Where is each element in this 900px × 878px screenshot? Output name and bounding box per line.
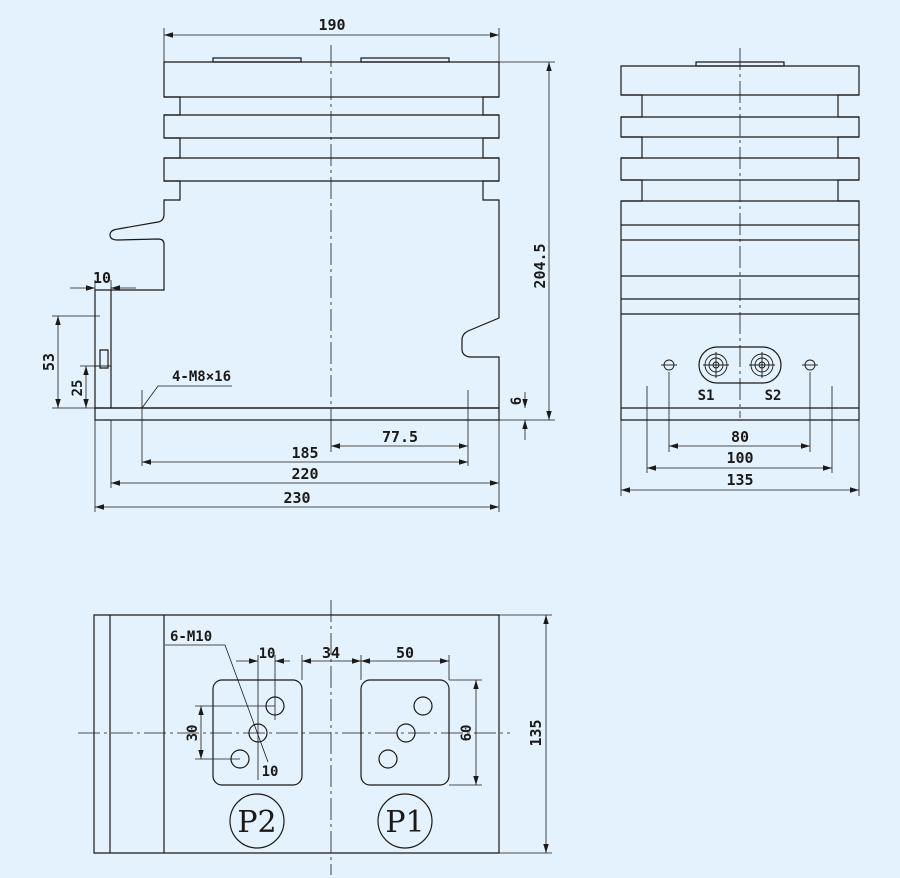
dim-flange: 10 bbox=[93, 269, 111, 287]
bolt-hole-icon bbox=[379, 750, 397, 768]
dim-total-width: 230 bbox=[283, 489, 310, 507]
dim-hole-spacing: 185 bbox=[291, 444, 318, 462]
dim-outer-spacing: 100 bbox=[726, 449, 753, 467]
dim-height: 204.5 bbox=[531, 243, 549, 288]
dim-hole-spacing-v: 30 bbox=[185, 725, 201, 742]
callout-top: 6-M10 bbox=[170, 629, 212, 645]
dim-center-gap: 34 bbox=[322, 644, 340, 662]
dim-top-width: 190 bbox=[318, 16, 345, 34]
callout-front: 4-M8×16 bbox=[172, 369, 231, 385]
label-p1: P1 bbox=[385, 805, 424, 840]
terminal-pad-p1 bbox=[361, 680, 449, 785]
base-plate bbox=[95, 408, 499, 420]
leader-line bbox=[142, 386, 232, 408]
dim-base-thickness: 6 bbox=[509, 397, 525, 405]
p1-circle bbox=[378, 794, 432, 848]
front-body-outline bbox=[95, 62, 499, 408]
dim-base-span: 220 bbox=[291, 465, 318, 483]
dim-bracket-height: 53 bbox=[40, 353, 58, 371]
label-p2: P2 bbox=[237, 805, 276, 840]
dim-side-total: 135 bbox=[726, 471, 753, 489]
label-s2: S2 bbox=[765, 388, 782, 404]
top-body-outline bbox=[94, 615, 499, 853]
front-view: 190 204.5 6 10 53 25 4-M8×16 bbox=[40, 16, 555, 512]
dim-pad-height: 60 bbox=[459, 725, 475, 742]
dim-bracket-mid: 25 bbox=[70, 380, 86, 397]
label-s1: S1 bbox=[698, 388, 715, 404]
top-terminal-plate bbox=[361, 58, 449, 62]
dim-hole-offset: 10 bbox=[259, 646, 276, 662]
top-view: 6-M10 10 34 50 30 10 60 135 bbox=[78, 600, 552, 875]
dim-hole-edge: 10 bbox=[262, 764, 279, 780]
p2-circle bbox=[230, 794, 284, 848]
terminal-pad-p2 bbox=[213, 680, 302, 785]
leader-line bbox=[165, 645, 268, 762]
dim-top-total: 135 bbox=[527, 719, 545, 746]
top-terminal-plate bbox=[213, 58, 301, 62]
bolt-hole-icon bbox=[414, 697, 432, 715]
side-view: S1 S2 80 100 135 bbox=[621, 48, 859, 496]
dim-inner-spacing: 80 bbox=[731, 428, 749, 446]
dim-pad-width: 50 bbox=[396, 644, 414, 662]
ground-terminal bbox=[100, 350, 108, 368]
dim-offset: 77.5 bbox=[382, 428, 418, 446]
